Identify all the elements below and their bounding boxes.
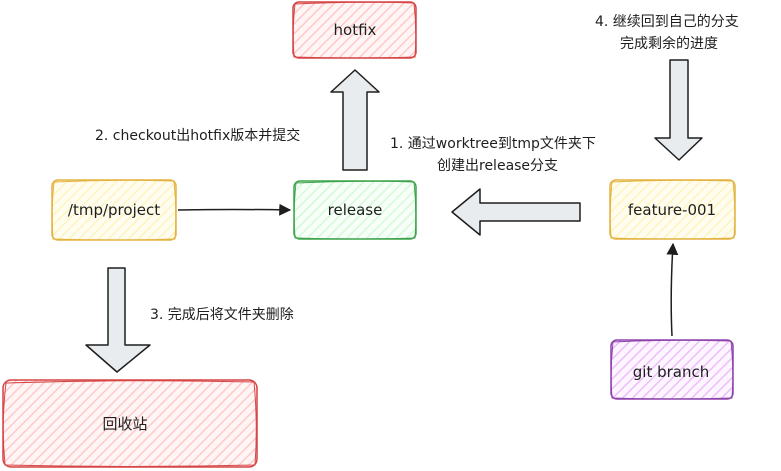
- node-project: /tmp/project: [51, 179, 177, 241]
- node-project-label: /tmp/project: [68, 201, 160, 219]
- node-hotfix-label: hotfix: [334, 21, 377, 39]
- note-step-2: 2. checkout出hotfix版本并提交: [95, 127, 300, 144]
- arrow-branch-to-feature: [666, 242, 679, 337]
- block-arrow-project-to-recycle: [85, 267, 151, 373]
- node-feature-label: feature-001: [628, 201, 716, 219]
- note-step-1-line-2: 创建出release分支: [437, 158, 558, 174]
- note-step-4-line-2: 完成剩余的进度: [620, 35, 718, 52]
- note-step-4-line-1: 4. 继续回到自己的分支: [595, 13, 739, 30]
- node-recycle-bin-label: 回收站: [102, 415, 147, 433]
- note-step-3: 3. 完成后将文件夹删除: [150, 307, 294, 323]
- node-release: release: [293, 180, 417, 240]
- block-arrow-release-to-hotfix: [330, 69, 380, 171]
- node-feature: feature-001: [609, 179, 736, 240]
- node-git-branch: git branch: [610, 339, 734, 400]
- note-step-1-line-1: 1. 通过worktree到tmp文件夹下: [390, 136, 596, 152]
- block-arrow-feature-to-release: [451, 188, 581, 236]
- node-release-label: release: [328, 201, 383, 219]
- node-recycle-bin: 回收站: [2, 379, 258, 468]
- arrow-project-to-release: [177, 203, 292, 216]
- block-arrow-to-feature: [654, 59, 703, 161]
- node-git-branch-label: git branch: [633, 363, 709, 381]
- node-hotfix: hotfix: [292, 1, 417, 59]
